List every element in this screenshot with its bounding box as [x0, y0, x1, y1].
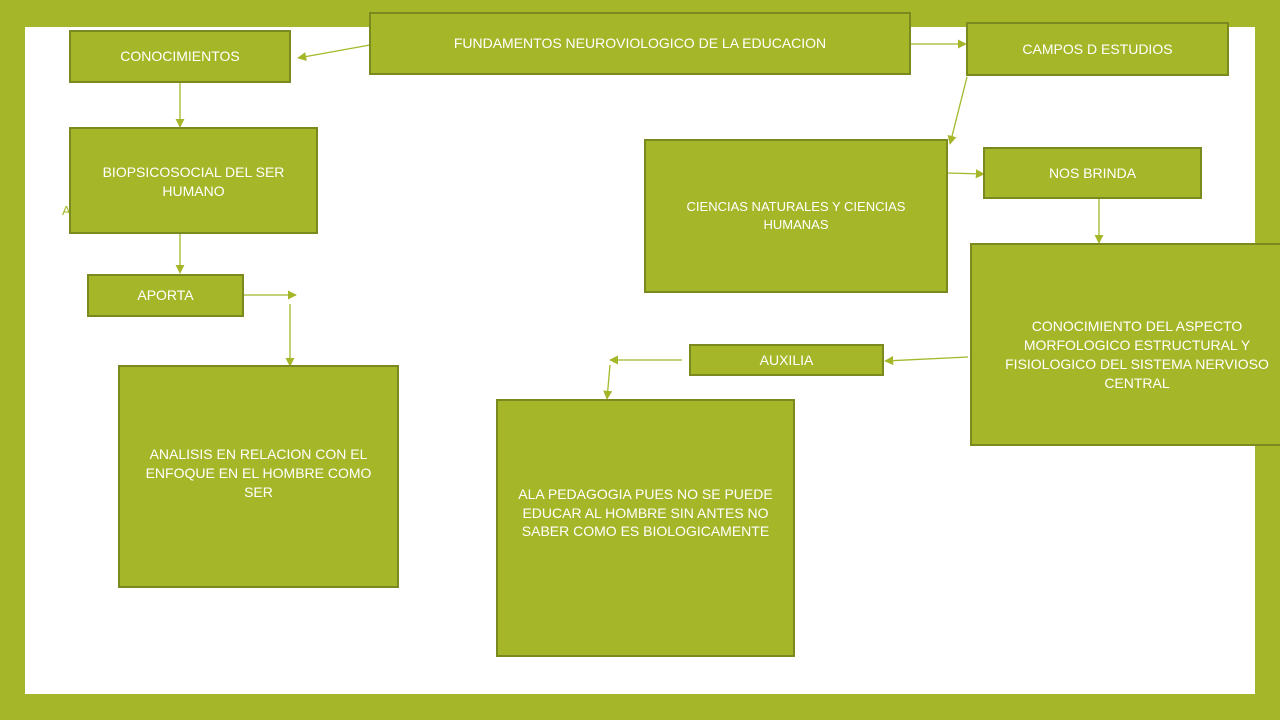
arrow-ciencias-to-nosbrinda: [946, 169, 985, 179]
arrow-to-pedagogia: [603, 364, 613, 400]
node-campos: CAMPOS D ESTUDIOS: [966, 22, 1229, 76]
node-auxilia-label: AUXILIA: [759, 351, 814, 368]
node-conocimiento-aspecto: CONOCIMIENTO DEL ASPECTO MORFOLOGICO EST…: [970, 243, 1280, 446]
node-conocimientos-label: CONOCIMIENTOS: [120, 48, 240, 65]
node-aporta-label: APORTA: [137, 287, 194, 304]
arrow-root-to-conocimientos: [297, 44, 371, 62]
node-campos-label: CAMPOS D ESTUDIOS: [1022, 40, 1173, 57]
node-root-label: FUNDAMENTOS NEUROVIOLOGICO DE LA EDUCACI…: [453, 35, 827, 52]
node-ciencias: CIENCIAS NATURALES Y CIENCIAS HUMANAS: [644, 139, 948, 293]
node-analisis: ANALISIS EN RELACION CON EL ENFOQUE EN E…: [118, 365, 399, 588]
node-conocimientos: CONOCIMIENTOS: [69, 30, 291, 83]
node-analisis-label: ANALISIS EN RELACION CON EL ENFOQUE EN E…: [145, 446, 372, 500]
node-ciencias-label: CIENCIAS NATURALES Y CIENCIAS HUMANAS: [686, 199, 906, 232]
node-biopsicosocial-label: BIOPSICOSOCIAL DEL SER HUMANO: [102, 164, 285, 199]
stray-mark: A: [62, 203, 71, 218]
node-pedagogia-label: ALA PEDAGOGIA PUES NO SE PUEDE EDUCAR AL…: [518, 485, 773, 540]
node-biopsicosocial: BIOPSICOSOCIAL DEL SER HUMANO: [69, 127, 318, 234]
arrow-campos-to-ciencias: [947, 76, 968, 145]
node-aporta: APORTA: [87, 274, 244, 317]
arrow-conocimiento-to-auxilia: [884, 356, 969, 366]
node-pedagogia: ALA PEDAGOGIA PUES NO SE PUEDE EDUCAR AL…: [496, 399, 795, 657]
node-nos-brinda-label: NOS BRINDA: [1048, 164, 1137, 181]
node-nos-brinda: NOS BRINDA: [983, 147, 1202, 199]
node-conocimiento-aspecto-label: CONOCIMIENTO DEL ASPECTO MORFOLOGICO EST…: [1005, 318, 1269, 391]
node-root: FUNDAMENTOS NEUROVIOLOGICO DE LA EDUCACI…: [369, 12, 911, 75]
node-auxilia: AUXILIA: [689, 344, 884, 376]
